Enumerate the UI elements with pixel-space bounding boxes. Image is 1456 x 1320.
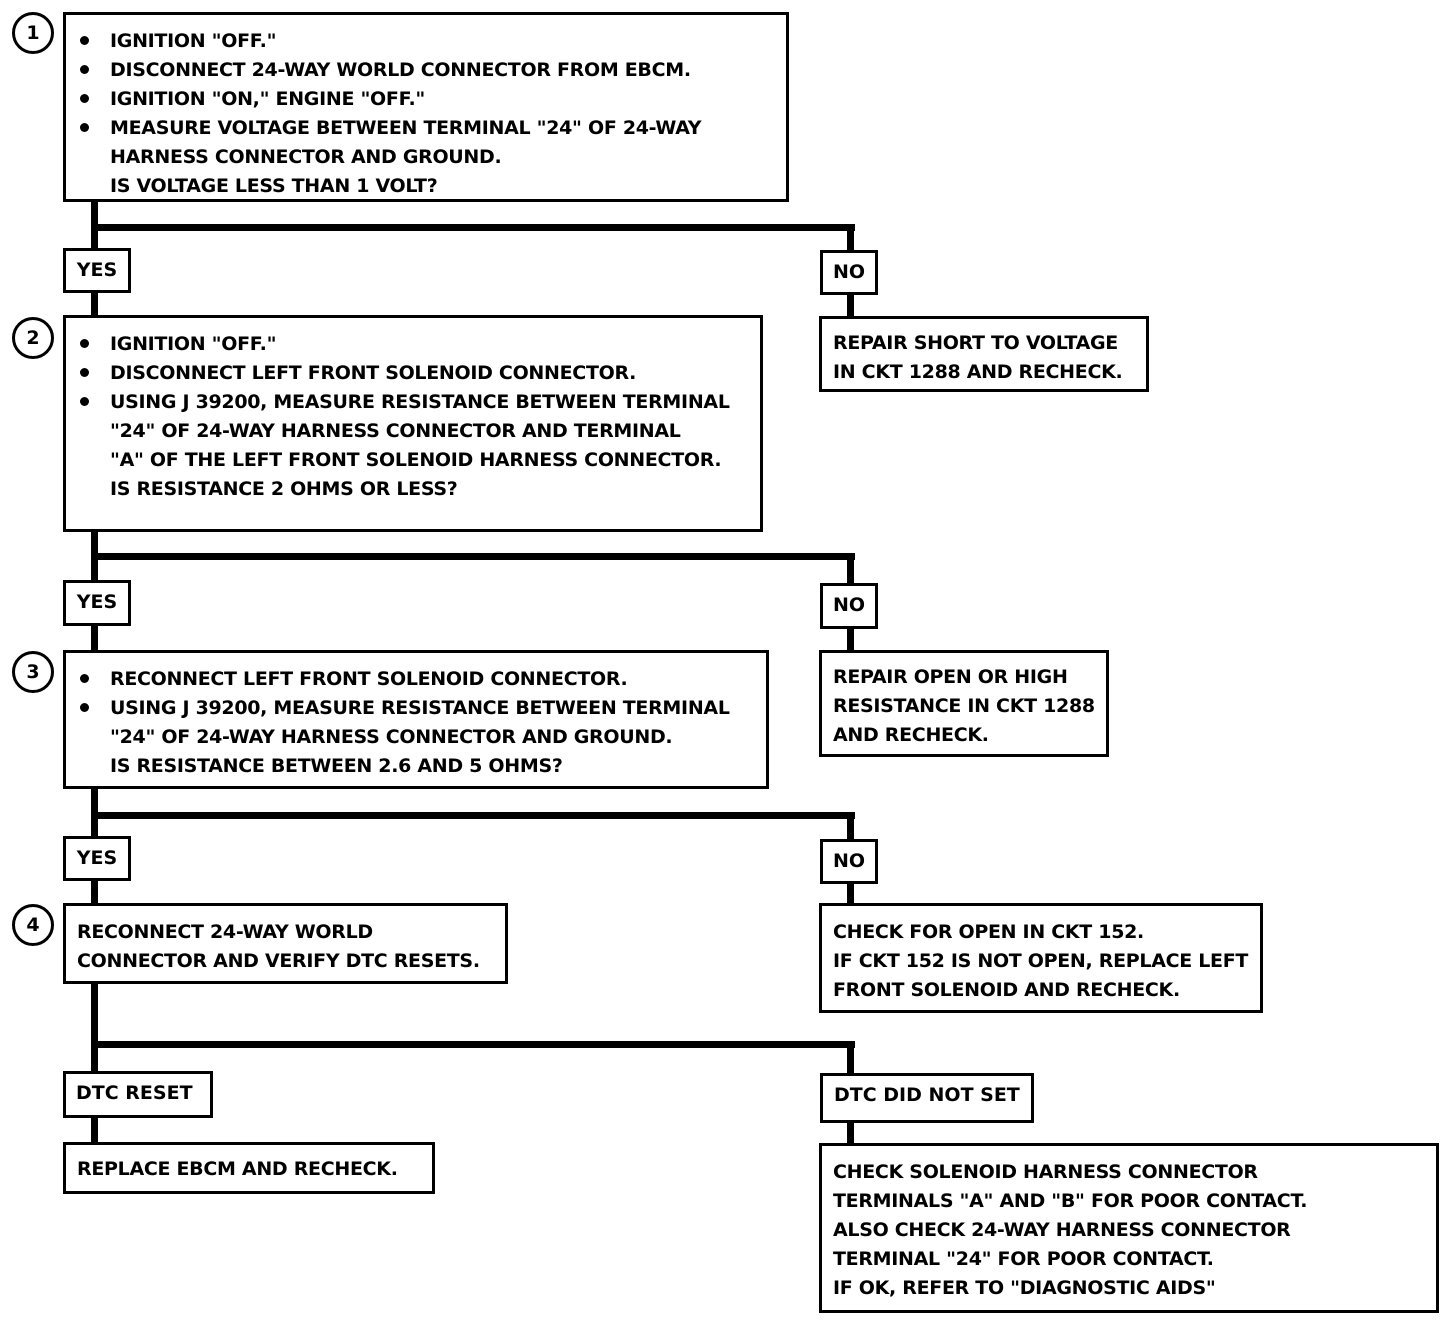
step-1-question: IS VOLTAGE LESS THAN 1 VOLT?: [110, 175, 438, 197]
result-line: RESISTANCE IN CKT 1288: [833, 695, 1095, 717]
step-3-box: RECONNECT LEFT FRONT SOLENOID CONNECTOR.…: [63, 650, 769, 789]
dtc-reset-label: DTC RESET: [63, 1071, 213, 1118]
step-3-question: IS RESISTANCE BETWEEN 2.6 AND 5 OHMS?: [110, 755, 563, 777]
replace-ebcm-box: REPLACE EBCM AND RECHECK.: [63, 1142, 435, 1194]
result-line: AND RECHECK.: [833, 724, 989, 746]
result-line: TERMINAL "24" FOR POOR CONTACT.: [833, 1248, 1214, 1270]
result-line: IF OK, REFER TO "DIAGNOSTIC AIDS": [833, 1277, 1216, 1299]
step-number-badge: 4: [12, 904, 54, 946]
step-1-bullet: DISCONNECT 24-WAY WORLD CONNECTOR FROM E…: [66, 56, 786, 85]
result-line: REPLACE EBCM AND RECHECK.: [77, 1158, 398, 1180]
dtc-did-not-set-label: DTC DID NOT SET: [820, 1073, 1034, 1123]
result-line: REPAIR SHORT TO VOLTAGE: [833, 332, 1118, 354]
result-line: CHECK FOR OPEN IN CKT 152.: [833, 921, 1144, 943]
step-number-badge: 1: [12, 12, 54, 54]
result-line: IF CKT 152 IS NOT OPEN, REPLACE LEFT: [833, 950, 1249, 972]
no-label: NO: [820, 250, 878, 295]
result-line: FRONT SOLENOID AND RECHECK.: [833, 979, 1180, 1001]
step-1-bullet: IGNITION "OFF.": [66, 27, 786, 56]
step-3-continuation: "24" OF 24-WAY HARNESS CONNECTOR AND GRO…: [110, 726, 673, 748]
step-4-line: CONNECTOR AND VERIFY DTC RESETS.: [77, 950, 480, 972]
no-label: NO: [820, 583, 878, 629]
step-number-badge: 3: [12, 651, 54, 693]
step-2-bullet: USING J 39200, MEASURE RESISTANCE BETWEE…: [66, 388, 760, 417]
step-1-no-result: REPAIR SHORT TO VOLTAGE IN CKT 1288 AND …: [819, 316, 1149, 392]
step-4-no-result: CHECK SOLENOID HARNESS CONNECTOR TERMINA…: [819, 1143, 1439, 1313]
result-line: IN CKT 1288 AND RECHECK.: [833, 361, 1123, 383]
step-4-box: RECONNECT 24-WAY WORLD CONNECTOR AND VER…: [63, 903, 508, 984]
step-1-continuation: HARNESS CONNECTOR AND GROUND.: [110, 146, 502, 168]
step-2-continuation: "A" OF THE LEFT FRONT SOLENOID HARNESS C…: [110, 449, 722, 471]
step-2-continuation: "24" OF 24-WAY HARNESS CONNECTOR AND TER…: [110, 420, 681, 442]
result-line: REPAIR OPEN OR HIGH: [833, 666, 1068, 688]
yes-label: YES: [63, 580, 131, 626]
step-2-question: IS RESISTANCE 2 OHMS OR LESS?: [110, 478, 458, 500]
step-2-box: IGNITION "OFF." DISCONNECT LEFT FRONT SO…: [63, 315, 763, 532]
step-4-line: RECONNECT 24-WAY WORLD: [77, 921, 373, 943]
yes-label: YES: [63, 248, 131, 293]
result-line: TERMINALS "A" AND "B" FOR POOR CONTACT.: [833, 1190, 1308, 1212]
step-2-bullet: IGNITION "OFF.": [66, 330, 760, 359]
step-1-bullet: IGNITION "ON," ENGINE "OFF.": [66, 85, 786, 114]
no-label: NO: [820, 839, 878, 884]
result-line: ALSO CHECK 24-WAY HARNESS CONNECTOR: [833, 1219, 1291, 1241]
step-number-badge: 2: [12, 317, 54, 359]
step-3-bullet: USING J 39200, MEASURE RESISTANCE BETWEE…: [66, 694, 766, 723]
step-2-no-result: REPAIR OPEN OR HIGH RESISTANCE IN CKT 12…: [819, 650, 1109, 757]
yes-label: YES: [63, 836, 131, 881]
step-1-bullet: MEASURE VOLTAGE BETWEEN TERMINAL "24" OF…: [66, 114, 786, 143]
result-line: CHECK SOLENOID HARNESS CONNECTOR: [833, 1161, 1258, 1183]
step-3-no-result: CHECK FOR OPEN IN CKT 152. IF CKT 152 IS…: [819, 903, 1263, 1013]
step-2-bullet: DISCONNECT LEFT FRONT SOLENOID CONNECTOR…: [66, 359, 760, 388]
step-3-bullet: RECONNECT LEFT FRONT SOLENOID CONNECTOR.: [66, 665, 766, 694]
step-1-box: IGNITION "OFF." DISCONNECT 24-WAY WORLD …: [63, 12, 789, 202]
